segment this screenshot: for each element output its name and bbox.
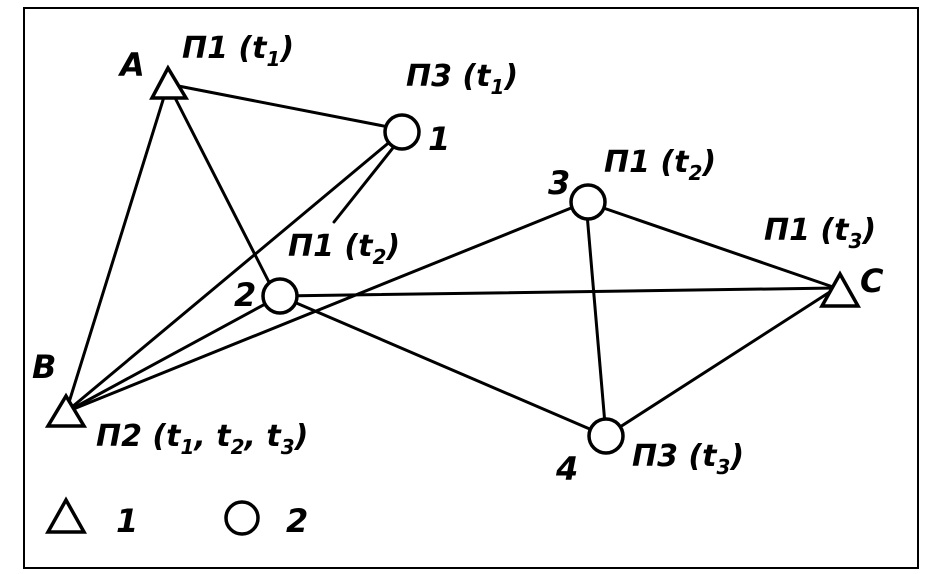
point-4-label: П3 (t3) [632,439,744,479]
point-1-name: 1 [428,120,450,158]
station-C-triangle [819,270,861,308]
station-B-name: B [32,348,56,386]
edge-B-2 [64,294,282,414]
edges [64,82,838,438]
legend-triangle-icon [45,496,87,534]
legend: 1 2 [45,496,308,540]
edge-A-B [64,82,170,414]
point-1-circle [383,113,421,151]
edge-2-4 [278,294,608,438]
frame-border [23,7,919,569]
station-A-name: A [117,46,145,84]
edge-2-C [278,286,838,298]
point-1-label: П3 (t1) [406,59,518,99]
point-2-label: П1 (t2) [288,229,400,269]
point-4-name: 4 [555,450,578,488]
point-4-circle [587,417,625,455]
station-A-label: П1 (t1) [182,31,294,71]
point-2-circle [261,277,299,315]
station-B-triangle [44,392,88,428]
station-A-triangle [149,64,190,100]
station-C-name: C [860,262,884,300]
point-3-circle [569,183,607,221]
station-C-label: П1 (t3) [764,213,876,253]
legend-label-2: 2 [286,502,308,540]
edge-3-4 [584,200,608,438]
legend-circle-icon [224,500,260,536]
point-3-label: П1 (t2) [604,145,716,185]
edge-4-C [604,286,838,438]
edge-A-2 [166,82,276,294]
edge-A-1 [166,82,406,132]
edge-B-1 [64,128,406,414]
point-3-name: 3 [548,164,570,202]
edge-2-1 [332,132,406,224]
point-2-name: 2 [234,276,256,314]
legend-label-1: 1 [116,502,138,540]
station-B-label: П2 (t1, t2, t3) [96,419,308,459]
edge-3-C [584,200,838,290]
edge-B-3 [64,200,588,414]
